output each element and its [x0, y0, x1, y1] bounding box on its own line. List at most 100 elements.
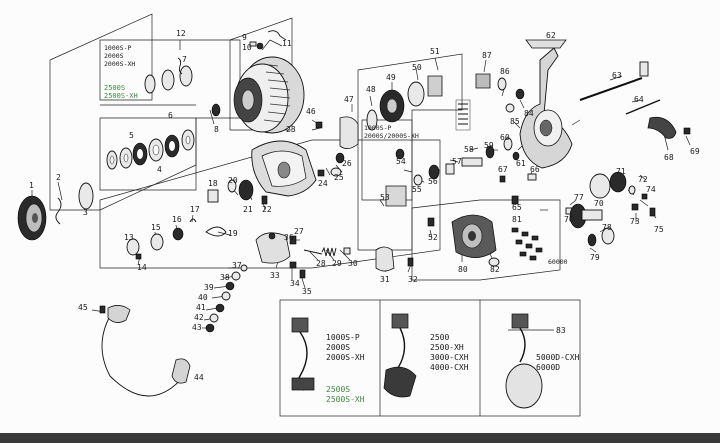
- part-23-rotor: [251, 140, 317, 197]
- part-53-sleeve: [385, 185, 407, 207]
- part-number-25: 25: [334, 173, 344, 182]
- part-63-main-shaft: [579, 77, 643, 101]
- part-85-washer: [505, 103, 515, 113]
- part-55-washer: [413, 174, 423, 186]
- part-number-18: 18: [208, 179, 218, 188]
- part-80-gear-housing: [451, 214, 497, 258]
- part-number-86: 86: [500, 67, 510, 76]
- part-15-bearing: [150, 233, 164, 251]
- part-14-screw: [135, 253, 142, 260]
- part-number-19: 19: [228, 229, 238, 238]
- part-number-28: 28: [316, 259, 326, 268]
- part-number-29: 29: [332, 259, 342, 268]
- part-number-45: 45: [78, 303, 88, 312]
- part-number-34: 34: [290, 279, 300, 288]
- handle-knob-left: [291, 317, 315, 391]
- part-number-1: 1: [29, 181, 34, 190]
- spool-variant-green-2: 2500S-XH: [104, 92, 138, 100]
- part-52-screw: [427, 217, 435, 227]
- spool-variant-1: 1000S-P: [104, 44, 131, 52]
- part-3-washer: [78, 182, 94, 210]
- part-number-17: 17: [190, 205, 200, 214]
- part-56-gear: [428, 164, 440, 180]
- part-number-62: 62: [546, 31, 556, 40]
- part-50-ring: [407, 81, 425, 107]
- part-78-bearing: [601, 227, 615, 245]
- part-number-13: 13: [124, 233, 134, 242]
- part-number-31: 31: [380, 275, 390, 284]
- part-36-pin: [268, 232, 276, 240]
- part-number-3: 3: [83, 208, 88, 217]
- part-number-71: 71: [616, 167, 626, 176]
- part-35-screw: [299, 269, 306, 279]
- part-number-79: 79: [590, 253, 600, 262]
- spool-variant-washers: [144, 57, 193, 94]
- part-number-72: 72: [638, 175, 648, 184]
- part-45-screw: [99, 305, 106, 314]
- part-number-55: 55: [412, 185, 422, 194]
- part-number-10: 10: [242, 43, 252, 52]
- handle-mid-variant-3: 3000-CXH: [430, 353, 469, 362]
- part-number-36: 36: [284, 233, 294, 242]
- part-37-washer: [240, 264, 248, 272]
- part-33-bail-arm: [255, 232, 291, 264]
- part-number-21: 21: [243, 205, 253, 214]
- handle-left-variant-1: 1000S-P: [326, 333, 360, 342]
- part-number-80: 80: [458, 265, 468, 274]
- part-number-68: 68: [664, 153, 674, 162]
- part-number-82: 82: [490, 265, 500, 274]
- part-number-64: 64: [634, 95, 644, 104]
- part-87-nut: [475, 73, 491, 89]
- part-number-8: 8: [214, 125, 219, 134]
- part-number-22: 22: [262, 205, 272, 214]
- part-2-clip: [55, 197, 62, 225]
- part-number-24: 24: [318, 179, 328, 188]
- part-1-spool-cap: [17, 195, 47, 241]
- part-22-screw: [261, 195, 268, 205]
- part-number-43: 43: [192, 323, 202, 332]
- part-74-screw: [641, 193, 648, 200]
- part-54-washer: [395, 148, 405, 160]
- part-84-washer: [515, 88, 525, 100]
- part-number-35: 35: [302, 287, 312, 296]
- part-32-screw: [407, 257, 414, 267]
- part-58-shaft: [461, 157, 483, 167]
- part-number-30: 30: [348, 259, 358, 268]
- part-29-spring: [321, 246, 337, 257]
- part-28-rod: [303, 249, 323, 255]
- bottom-bar: [0, 433, 720, 443]
- part-67-screw: [499, 175, 506, 183]
- rotor-top-box: [229, 17, 293, 131]
- parts-column-lines: [455, 99, 471, 131]
- handle-knob-right: [505, 313, 543, 409]
- part-number-75: 75: [654, 225, 664, 234]
- part-82-washer: [488, 257, 500, 267]
- part-number-56: 56: [428, 177, 438, 186]
- part-number-63: 63: [612, 71, 622, 80]
- part-number-9: 9: [242, 33, 247, 42]
- part-number-40: 40: [198, 293, 208, 302]
- part-number-84: 84: [524, 109, 534, 118]
- part-number-48: 48: [366, 85, 376, 94]
- part-62-reel-body: [519, 39, 573, 169]
- part-number-67: 67: [498, 165, 508, 174]
- part-number-87: 87: [482, 51, 492, 60]
- body-box-outline: [357, 53, 463, 251]
- part-number-37: 37: [232, 261, 242, 270]
- handle-left-variant-2: 2000S: [326, 343, 350, 352]
- part-34-screw: [289, 261, 297, 269]
- part-number-50: 50: [412, 63, 422, 72]
- part-81-shim-set: [511, 227, 543, 261]
- part-77-pinion: [569, 203, 603, 229]
- handle-variants-box: [279, 299, 581, 417]
- part-number-60: 60: [500, 133, 510, 142]
- part-number-7: 7: [182, 55, 187, 64]
- washer-box-outline: [99, 117, 197, 191]
- handle-left-variant-green-1: 2500S: [326, 385, 350, 394]
- part-44-bail-wire: [101, 305, 191, 397]
- part-69-screw: [683, 127, 691, 135]
- spool-drum: [233, 56, 305, 134]
- part-number-2: 2: [56, 173, 61, 182]
- spool-variant-2: 2000S: [104, 52, 124, 60]
